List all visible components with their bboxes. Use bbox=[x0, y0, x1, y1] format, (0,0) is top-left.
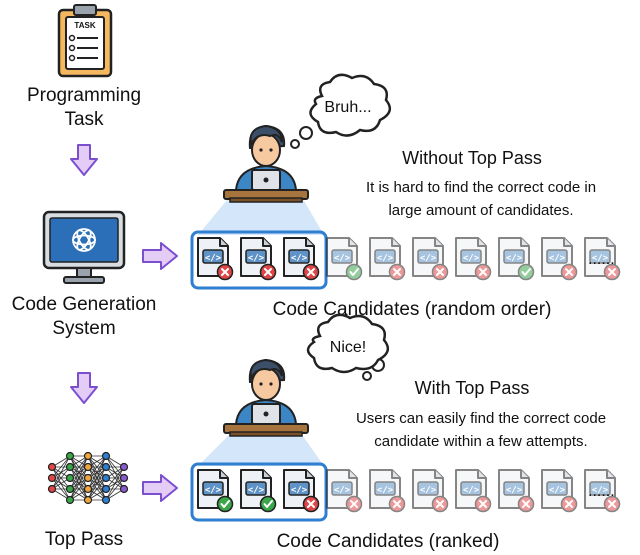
fail-code-file-icon: </> bbox=[197, 237, 234, 281]
fail-code-file-icon: </> bbox=[369, 469, 406, 513]
ellipsis: ...... bbox=[588, 483, 615, 500]
thought-text: Nice! bbox=[330, 339, 366, 356]
fail-code-file-icon: </> bbox=[498, 469, 535, 513]
right-arrow-icon bbox=[142, 242, 178, 270]
fail-code-file-icon: </> bbox=[541, 237, 578, 281]
scenario-desc-line2: large amount of candidates. bbox=[388, 202, 573, 219]
fail-code-file-icon: </> bbox=[326, 469, 363, 513]
system-label-line2: System bbox=[52, 318, 115, 339]
candidate-list-ranked: </> </> </> </> </> </> </> </> </> </> bbox=[197, 469, 621, 513]
svg-text:</>: </> bbox=[248, 486, 265, 496]
svg-text:</>: </> bbox=[463, 486, 480, 496]
fail-code-file-icon: </> bbox=[455, 237, 492, 281]
svg-text:</>: </> bbox=[205, 254, 222, 264]
pass-code-file-icon: </> bbox=[240, 469, 277, 513]
thought-bubble: Nice! bbox=[306, 313, 390, 381]
fail-code-file-icon: </> bbox=[584, 469, 621, 513]
pass-code-file-icon: </> bbox=[197, 469, 234, 513]
svg-text:</>: </> bbox=[463, 254, 480, 264]
scenario-desc-line2: candidate within a few attempts. bbox=[374, 433, 587, 450]
down-arrow-icon bbox=[70, 144, 98, 176]
svg-text:</>: </> bbox=[549, 486, 566, 496]
scenario-desc-line1: It is hard to find the correct code in bbox=[366, 179, 596, 196]
scenario-title: With Top Pass bbox=[415, 378, 530, 398]
fail-code-file-icon: </> bbox=[283, 469, 320, 513]
monitor-icon bbox=[42, 210, 126, 284]
svg-text:</>: </> bbox=[291, 254, 308, 264]
svg-text:</>: </> bbox=[377, 254, 394, 264]
svg-text:</>: </> bbox=[248, 254, 265, 264]
svg-text:</>: </> bbox=[592, 254, 609, 264]
fail-code-file-icon: </> bbox=[455, 469, 492, 513]
svg-text:</>: </> bbox=[205, 486, 222, 496]
fail-code-file-icon: </> bbox=[412, 237, 449, 281]
thought-bubble: Bruh... bbox=[290, 73, 392, 149]
svg-text:</>: </> bbox=[291, 486, 308, 496]
fail-code-file-icon: </> bbox=[412, 469, 449, 513]
candidates-caption: Code Candidates (random order) bbox=[273, 299, 552, 320]
neural-network-icon bbox=[47, 451, 129, 505]
fail-code-file-icon: </> bbox=[283, 237, 320, 281]
task-label-line1: Programming bbox=[27, 85, 141, 106]
down-arrow-icon bbox=[70, 372, 98, 404]
user-at-desk-icon bbox=[223, 358, 309, 437]
task-label-line2: Task bbox=[64, 109, 104, 130]
svg-text:</>: </> bbox=[334, 254, 351, 264]
fail-code-file-icon: </> bbox=[369, 237, 406, 281]
fail-code-file-icon: </> bbox=[240, 237, 277, 281]
view-beam bbox=[198, 194, 324, 235]
svg-text:</>: </> bbox=[334, 486, 351, 496]
pass-code-file-icon: </> bbox=[498, 237, 535, 281]
task-clipboard-icon: TASK bbox=[57, 4, 113, 78]
fail-code-file-icon: </> bbox=[584, 237, 621, 281]
thought-text: Bruh... bbox=[324, 99, 371, 116]
candidates-caption: Code Candidates (ranked) bbox=[277, 531, 500, 552]
ellipsis: ...... bbox=[588, 251, 615, 268]
pass-code-file-icon: </> bbox=[326, 237, 363, 281]
view-beam bbox=[198, 432, 324, 466]
svg-text:</>: </> bbox=[592, 486, 609, 496]
svg-text:</>: </> bbox=[420, 254, 437, 264]
svg-text:</>: </> bbox=[506, 254, 523, 264]
svg-text:</>: </> bbox=[420, 486, 437, 496]
user-at-desk-icon bbox=[223, 124, 309, 203]
right-arrow-icon bbox=[142, 474, 178, 502]
system-label-line1: Code Generation bbox=[12, 294, 157, 315]
fail-code-file-icon: </> bbox=[541, 469, 578, 513]
candidate-list-random: </> </> </> </> </> </> </> </> </> </> bbox=[197, 237, 621, 281]
task-icon-text: TASK bbox=[74, 21, 95, 30]
svg-text:</>: </> bbox=[377, 486, 394, 496]
toppass-label: Top Pass bbox=[45, 529, 123, 550]
ai-logo-icon bbox=[72, 228, 96, 252]
scenario-title: Without Top Pass bbox=[402, 148, 542, 168]
svg-text:</>: </> bbox=[506, 486, 523, 496]
svg-text:</>: </> bbox=[549, 254, 566, 264]
scenario-desc-line1: Users can easily find the correct code bbox=[356, 410, 606, 427]
